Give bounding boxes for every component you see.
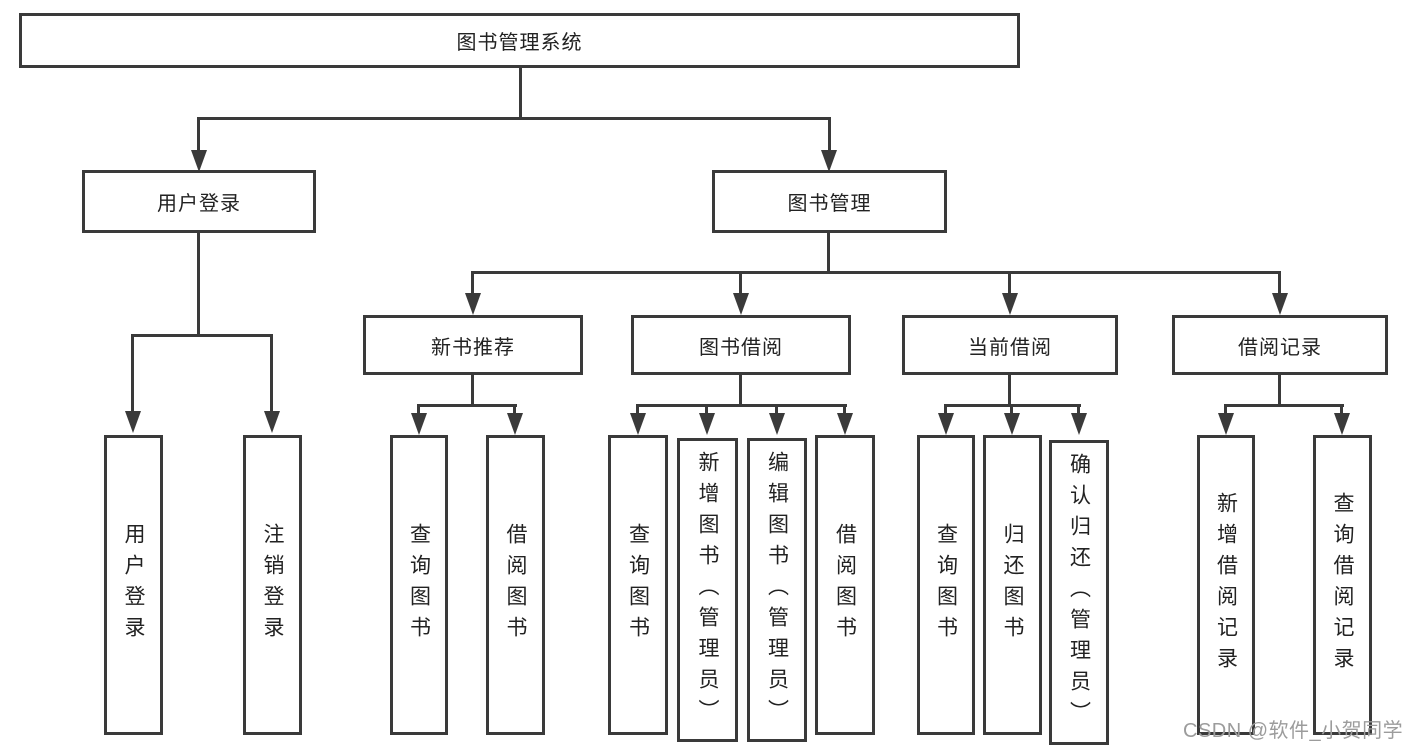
connector-drop — [131, 334, 134, 414]
node-book-borrowing: 图书借阅 — [631, 315, 851, 375]
connector-drop — [775, 404, 778, 416]
leaf-label: 查询图书 — [407, 523, 431, 647]
leaf-confirm-return-admin: 确认归还（管理员） — [1049, 440, 1109, 745]
leaf-label: 归还图书 — [1001, 523, 1024, 647]
leaf-user-login: 用户登录 — [104, 435, 163, 735]
connector-rail — [1224, 404, 1344, 407]
node-user-login-branch: 用户登录 — [82, 170, 316, 233]
connector-drop — [739, 271, 742, 295]
arrowhead-down — [733, 293, 749, 315]
connector-drop — [1278, 271, 1281, 295]
connector-rail — [636, 404, 847, 407]
connector-drop — [471, 271, 474, 295]
leaf-label: 查询借阅记录 — [1331, 492, 1354, 678]
arrowhead-down — [1004, 413, 1020, 435]
arrowhead-down — [1272, 293, 1288, 315]
connector-stem — [1278, 375, 1281, 407]
leaf-query-borrow-record: 查询借阅记录 — [1313, 435, 1372, 735]
leaf-label: 借阅图书 — [833, 523, 857, 647]
node-book-management: 图书管理 — [712, 170, 947, 233]
connector-stem — [739, 375, 742, 407]
connector-rail — [131, 334, 273, 337]
connector-drop — [1008, 271, 1011, 295]
connector-drop — [636, 404, 639, 416]
node-new-book-recommend: 新书推荐 — [363, 315, 583, 375]
node-label: 图书管理系统 — [456, 32, 583, 54]
leaf-borrow-books-recommend: 借阅图书 — [486, 435, 545, 735]
arrowhead-down — [191, 150, 207, 172]
connector-drop — [1340, 404, 1343, 416]
connector-drop — [705, 404, 708, 416]
connector-level2-rail — [471, 271, 1281, 274]
connector-stem — [827, 233, 830, 273]
arrowhead-down — [264, 411, 280, 433]
arrowhead-down — [769, 413, 785, 435]
node-label: 图书管理 — [787, 193, 872, 215]
leaf-label: 新增图书（管理员） — [696, 450, 719, 730]
connector-stem — [197, 233, 200, 337]
leaf-query-books-borrowing: 查询图书 — [608, 435, 668, 735]
arrowhead-down — [125, 411, 141, 433]
leaf-label: 确认归还（管理员） — [1067, 453, 1091, 732]
node-library-management-system: 图书管理系统 — [19, 13, 1020, 68]
arrowhead-down — [1002, 293, 1018, 315]
arrowhead-down — [507, 413, 523, 435]
leaf-label: 查询图书 — [626, 523, 650, 647]
leaf-label: 新增借阅记录 — [1214, 492, 1238, 678]
arrowhead-down — [1334, 413, 1350, 435]
leaf-borrow-books-borrowing: 借阅图书 — [815, 435, 875, 735]
connector-rail — [417, 404, 517, 407]
node-label: 用户登录 — [157, 193, 241, 215]
arrowhead-down — [1071, 413, 1087, 435]
connector-drop — [944, 404, 947, 416]
node-label: 当前借阅 — [968, 336, 1052, 359]
leaf-return-books: 归还图书 — [983, 435, 1042, 735]
node-label: 借阅记录 — [1238, 336, 1322, 359]
connector-drop — [843, 404, 846, 416]
leaf-label: 借阅图书 — [504, 523, 527, 647]
connector-drop — [1224, 404, 1227, 416]
watermark: CSDN @软件_小贺同学 — [1183, 720, 1404, 742]
connector-stem — [1008, 375, 1011, 407]
connector-drop — [1077, 404, 1080, 416]
leaf-label: 查询图书 — [934, 523, 958, 647]
leaf-query-books-recommend: 查询图书 — [390, 435, 448, 735]
connector-drop — [828, 117, 831, 153]
arrowhead-down — [465, 293, 481, 315]
leaf-add-books-admin: 新增图书（管理员） — [677, 438, 738, 742]
node-label: 新书推荐 — [431, 336, 515, 359]
leaf-label: 用户登录 — [122, 523, 145, 647]
arrowhead-down — [699, 413, 715, 435]
connector-drop — [270, 334, 273, 414]
leaf-query-books-current: 查询图书 — [917, 435, 975, 735]
leaf-label: 编辑图书（管理员） — [765, 450, 789, 730]
arrowhead-down — [837, 413, 853, 435]
connector-stem — [471, 375, 474, 407]
arrowhead-down — [630, 413, 646, 435]
arrowhead-down — [821, 150, 837, 172]
connector-root-stem — [519, 68, 522, 119]
connector-drop — [513, 404, 516, 416]
connector-drop — [197, 117, 200, 153]
node-borrowing-records: 借阅记录 — [1172, 315, 1388, 375]
arrowhead-down — [411, 413, 427, 435]
connector-level1-rail — [197, 117, 831, 120]
node-label: 图书借阅 — [699, 336, 783, 359]
leaf-add-borrow-record: 新增借阅记录 — [1197, 435, 1255, 735]
leaf-label: 注销登录 — [261, 523, 284, 647]
leaf-logout: 注销登录 — [243, 435, 302, 735]
connector-drop — [1010, 404, 1013, 416]
connector-drop — [417, 404, 420, 416]
arrowhead-down — [938, 413, 954, 435]
arrowhead-down — [1218, 413, 1234, 435]
leaf-edit-books-admin: 编辑图书（管理员） — [747, 438, 807, 742]
node-current-borrowing: 当前借阅 — [902, 315, 1118, 375]
